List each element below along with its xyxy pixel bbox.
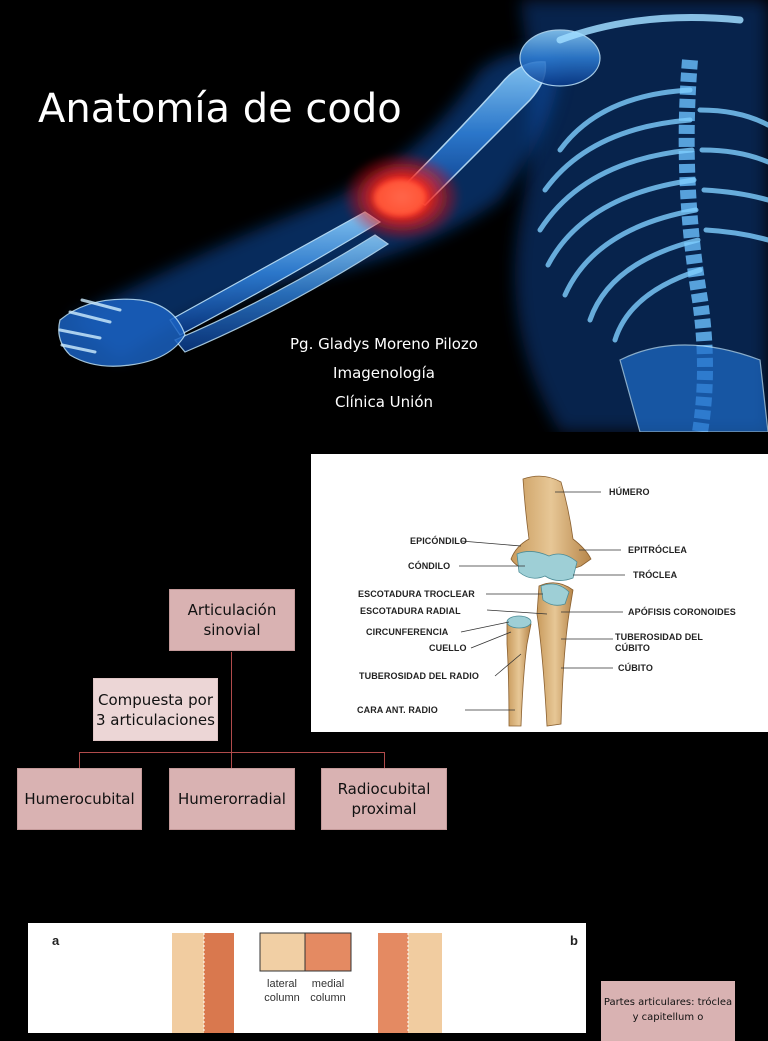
columns-slide: a b lateral column medial column Partes … [0,896,768,1041]
label-circunferencia: CIRCUNFERENCIA [366,627,449,637]
root-node: Articulación sinovial [169,589,295,651]
elbow-bones-drawing [459,475,625,727]
panel-label-a: a [52,933,60,948]
lateral-column-label: lateral column [264,978,300,1004]
label-escotadura-troclear: ESCOTADURA TROCLEAR [358,589,475,599]
elbow-anatomy-figure: HÚMERO EPICÓNDILO EPITRÓCLEA CÓNDILO TRÓ… [311,454,768,732]
title-slide: Anatomía de codo Pg. Gladys Moreno Piloz… [0,0,768,432]
org-connector [384,752,385,768]
column-diagram: a b lateral column medial column [28,923,586,1033]
skeleton-illustration [58,0,768,432]
label-humero: HÚMERO [609,487,650,497]
label-epicondilo: EPICÓNDILO [410,536,468,546]
presenter-name: Pg. Gladys Moreno Pilozo [290,335,478,353]
org-connector [231,652,232,752]
org-connector [231,752,232,768]
org-connector [79,752,80,768]
label-cara-ant-radio: CARA ANT. RADIO [357,705,438,715]
partes-articulares-box: Partes articulares: tróclea y capitellum… [601,981,735,1041]
label-epitroclea: EPITRÓCLEA [628,545,688,555]
label-tuberosidad-radio: TUBEROSIDAD DEL RADIO [359,671,479,681]
medial-column-label: medial column [310,978,346,1004]
presenter-block: Pg. Gladys Moreno Pilozo Imagenología Cl… [234,330,534,417]
panel-label-b: b [570,933,578,948]
institution-name: Clínica Unión [334,393,434,411]
department-name: Imagenología [333,364,435,382]
connector-label: Compuesta por 3 articulaciones [93,678,218,741]
child-node-humerorradial: Humerorradial [169,768,295,830]
label-tuberosidad-cubito: TUBEROSIDAD DEL CÚBITO [615,632,705,654]
child-node-humerocubital: Humerocubital [17,768,142,830]
org-connector [79,752,385,753]
label-cubito: CÚBITO [618,663,653,673]
label-condilo: CÓNDILO [408,561,451,571]
label-cuello: CUELLO [429,643,467,653]
joint-slide: Articulación sinovial Compuesta por 3 ar… [0,432,768,896]
label-troclea: TRÓCLEA [633,570,678,580]
column-bars [172,932,442,1033]
label-tuberosidad-cubito-text: TUBEROSIDAD DEL CÚBITO [615,632,703,653]
label-apofisis-coronoides: APÓFISIS CORONOIDES [628,607,736,617]
child-node-radiocubital: Radiocubital proximal [321,768,447,830]
slide-title: Anatomía de codo [38,86,402,132]
label-escotadura-radial: ESCOTADURA RADIAL [360,606,461,616]
